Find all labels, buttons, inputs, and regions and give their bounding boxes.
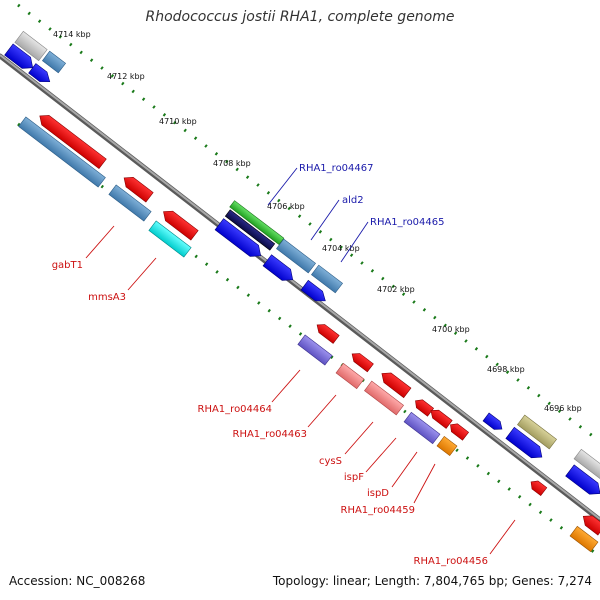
gene-arrow	[163, 210, 199, 241]
gene-label-ro04456[interactable]: RHA1_ro04456	[414, 556, 489, 567]
gene-ispF-feature	[364, 380, 404, 416]
gene-ro04464-feature	[297, 334, 333, 366]
scale-label-4706: 4706 kbp	[267, 202, 305, 211]
gene-arrow	[123, 177, 154, 203]
gene-arrow	[214, 218, 262, 257]
reverse-gene-labels: gabT1 mmsA3 RHA1_ro04464 RHA1_ro04463 cy…	[52, 260, 488, 567]
gene-cysS-feature	[381, 372, 412, 399]
gene-label-cysS[interactable]: cysS	[319, 456, 342, 467]
gene-arrow	[351, 353, 374, 373]
gene-label-ispF[interactable]: ispF	[344, 472, 364, 483]
gene-label-ald2[interactable]: ald2	[342, 195, 364, 206]
map-title: Rhodococcus jostii RHA1, complete genome	[145, 9, 455, 25]
scale-label-4704: 4704 kbp	[322, 244, 360, 253]
gene-arrow	[4, 43, 34, 69]
scale-label-4700: 4700 kbp	[432, 325, 470, 334]
gene-arrow	[482, 412, 503, 430]
gene-arrow	[316, 324, 340, 344]
gene-label-gabT1[interactable]: gabT1	[52, 260, 83, 271]
gene-block	[311, 264, 343, 294]
gene-block	[14, 30, 48, 62]
reverse-features	[18, 115, 600, 553]
gene-label-ro04459[interactable]: RHA1_ro04459	[341, 505, 416, 516]
gene-ald2-feature	[224, 209, 276, 251]
gene-label-ispD[interactable]: ispD	[367, 488, 389, 499]
gene-block	[517, 414, 557, 450]
gene-mmsA3-feature	[18, 116, 106, 188]
gene-arrow	[300, 279, 326, 302]
forward-features	[4, 30, 600, 495]
forward-gene-labels: RHA1_ro04467 ald2 RHA1_ro04465	[299, 163, 445, 228]
gene-ro04459-feature	[436, 435, 458, 457]
gene-ispD-feature	[403, 411, 441, 445]
gene-ro04467-feature	[229, 200, 285, 245]
gene-arrow	[565, 464, 600, 495]
gene-gabT1-feature	[39, 115, 107, 170]
gene-label-ro04464[interactable]: RHA1_ro04464	[198, 404, 273, 415]
gene-label-ro04463[interactable]: RHA1_ro04463	[233, 429, 308, 440]
gene-arrow	[415, 399, 435, 417]
scale-label-4702: 4702 kbp	[377, 285, 415, 294]
gene-block	[148, 220, 192, 258]
gene-ro04463-feature	[335, 362, 365, 390]
gene-label-ro04465[interactable]: RHA1_ro04465	[370, 217, 445, 228]
scale-label-4714: 4714 kbp	[53, 30, 91, 39]
gene-label-ro04467[interactable]: RHA1_ro04467	[299, 163, 374, 174]
scale-label-4710: 4710 kbp	[159, 117, 197, 126]
gene-arrow	[530, 480, 548, 497]
scale-label-4708: 4708 kbp	[213, 159, 251, 168]
gene-label-mmsA3[interactable]: mmsA3	[88, 292, 126, 303]
gene-arrow	[505, 426, 543, 459]
gene-arrow	[450, 423, 470, 441]
gene-arrow	[430, 409, 453, 429]
label-leaders	[85, 167, 516, 555]
gene-block	[108, 184, 152, 222]
topology-text: Topology: linear; Length: 7,804,765 bp; …	[272, 574, 592, 588]
gene-block	[573, 448, 600, 482]
scale-label-4698: 4698 kbp	[487, 365, 525, 374]
scale-label-4712: 4712 kbp	[107, 72, 145, 81]
scale-labels: 4714 kbp 4712 kbp 4710 kbp 4708 kbp 4706…	[53, 30, 582, 413]
gene-arrow	[262, 254, 294, 281]
forward-tick-track	[17, 3, 599, 442]
gene-ro04465-feature	[276, 238, 316, 274]
accession-text: Accession: NC_008268	[9, 574, 146, 588]
gene-block	[41, 50, 67, 74]
genome-backbone	[0, 53, 600, 523]
gene-ro04456-feature	[569, 525, 599, 553]
scale-label-4696: 4696 kbp	[544, 404, 582, 413]
gene-arrow	[28, 63, 51, 82]
